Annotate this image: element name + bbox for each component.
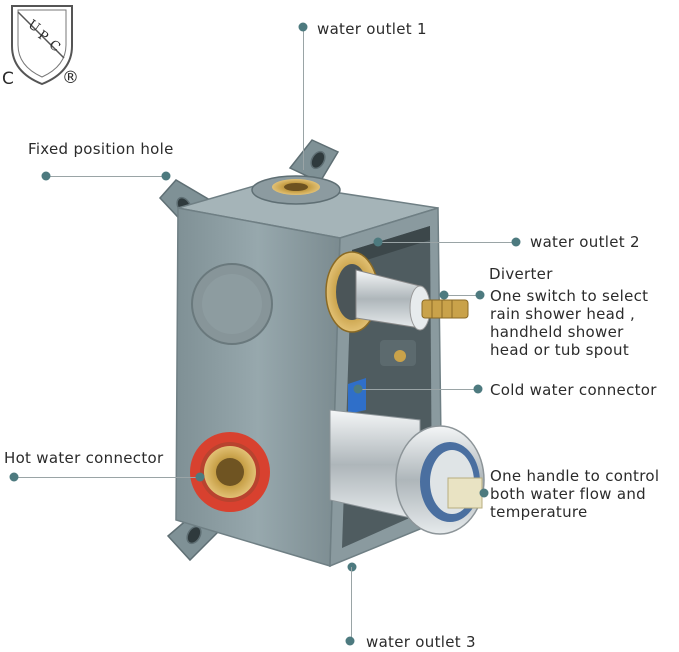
label-fixed-position-hole: Fixed position hole bbox=[28, 140, 174, 158]
diverter-desc-line-3: handheld shower bbox=[490, 323, 624, 341]
registered-mark: ® bbox=[62, 68, 80, 88]
dot-diverter-outer bbox=[475, 290, 485, 300]
dot-outlet-2-outer bbox=[511, 237, 521, 247]
diverter-description: One switch to select rain shower head , … bbox=[490, 287, 679, 359]
leader-outlet-1 bbox=[303, 30, 304, 170]
dot-outlet-1 bbox=[298, 22, 308, 32]
dot-outlet-2-inner bbox=[373, 237, 383, 247]
dot-cold-inner bbox=[353, 384, 363, 394]
dot-diverter-inner bbox=[439, 290, 449, 300]
handle-desc-line-3: temperature bbox=[490, 503, 588, 521]
dot-hot-outer bbox=[9, 472, 19, 482]
label-water-outlet-3: water outlet 3 bbox=[366, 633, 476, 651]
dot-fixed-hole-right bbox=[161, 171, 171, 181]
leader-cold-connector bbox=[358, 389, 478, 390]
dot-handle bbox=[479, 488, 489, 498]
dot-outlet-3-bottom bbox=[345, 636, 355, 646]
label-water-outlet-2: water outlet 2 bbox=[530, 233, 640, 251]
diverter-desc-line-1: One switch to select bbox=[490, 287, 649, 305]
dot-fixed-hole-left bbox=[41, 171, 51, 181]
hot-connector-fitting bbox=[190, 432, 270, 512]
leader-hot-connector bbox=[14, 477, 200, 478]
dot-outlet-3-top bbox=[347, 562, 357, 572]
dot-hot-inner bbox=[195, 472, 205, 482]
leader-outlet-2 bbox=[378, 242, 516, 243]
handle-desc-line-1: One handle to control bbox=[490, 467, 660, 485]
label-hot-water-connector: Hot water connector bbox=[4, 449, 164, 467]
upc-shield bbox=[11, 5, 73, 86]
label-cold-water-connector: Cold water connector bbox=[490, 381, 657, 399]
leader-diverter bbox=[444, 295, 480, 296]
dot-cold-outer bbox=[473, 384, 483, 394]
top-outlet-fitting bbox=[251, 175, 341, 205]
handle-desc-line-2: both water flow and bbox=[490, 485, 646, 503]
diverter-desc-line-2: rain shower head , bbox=[490, 305, 636, 323]
diverter-desc-line-4: head or tub spout bbox=[490, 341, 630, 359]
leader-fixed-hole bbox=[46, 176, 166, 177]
cert-c-mark: C bbox=[2, 69, 15, 89]
label-water-outlet-1: water outlet 1 bbox=[317, 20, 427, 38]
label-diverter: Diverter bbox=[489, 265, 553, 283]
handle-description: One handle to control both water flow an… bbox=[490, 467, 679, 521]
mixing-cartridge bbox=[329, 409, 485, 535]
leader-outlet-3 bbox=[351, 567, 352, 641]
diverter-cartridge bbox=[325, 251, 469, 333]
